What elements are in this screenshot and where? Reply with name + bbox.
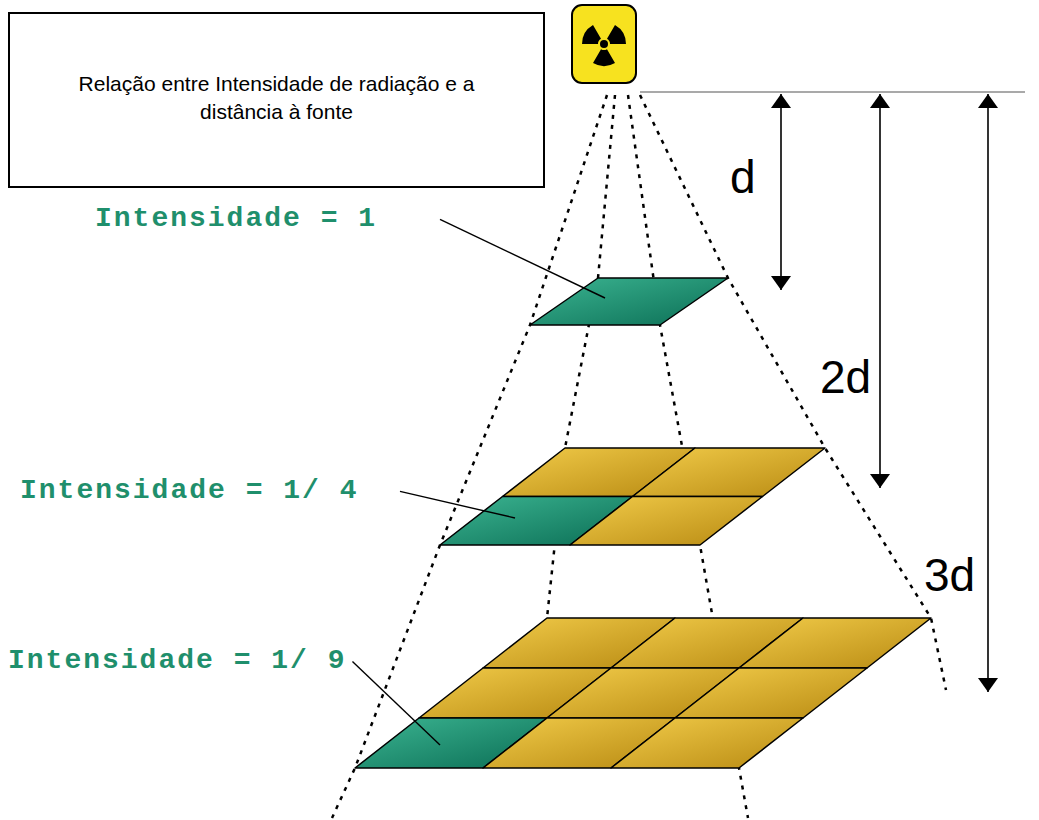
plane-3d [355, 618, 931, 768]
distance-arrows [781, 94, 988, 692]
reference-line [640, 91, 1025, 93]
distance-arrow [879, 94, 881, 488]
intensity-label: Intensidade = 1 [95, 204, 377, 235]
leader-lines [352, 219, 605, 745]
trefoil-blade [593, 49, 615, 66]
distance-label: 3d [922, 550, 977, 601]
area-cell [611, 718, 803, 768]
distance-label: 2d [818, 352, 873, 403]
plane-d [530, 278, 728, 325]
area-cell [739, 618, 931, 668]
leader-line [400, 491, 515, 518]
intensity-label: Intensidade = 1/ 9 [8, 646, 346, 677]
symbol-plate [572, 5, 636, 83]
title-text: Relação entre Intensidade de radiação e … [74, 70, 479, 126]
distance-label: d [728, 152, 758, 203]
ray-line [640, 95, 946, 690]
distance-arrow [780, 94, 782, 290]
radiation-symbol [572, 5, 636, 83]
intensity-label: Intensidade = 1/ 4 [20, 476, 358, 507]
trefoil-blade [607, 25, 626, 44]
area-cell [570, 497, 763, 546]
trefoil-blade [582, 25, 601, 44]
leader-line [440, 219, 605, 298]
leader-line [352, 661, 440, 745]
area-cell [675, 668, 867, 718]
trefoil-center [600, 40, 608, 48]
distance-arrow [987, 94, 989, 692]
area-cell [633, 448, 826, 497]
plane-2d [440, 448, 825, 545]
area-cell [530, 278, 728, 325]
ray-lines [332, 95, 946, 818]
title-box: Relação entre Intensidade de radiação e … [8, 12, 545, 188]
